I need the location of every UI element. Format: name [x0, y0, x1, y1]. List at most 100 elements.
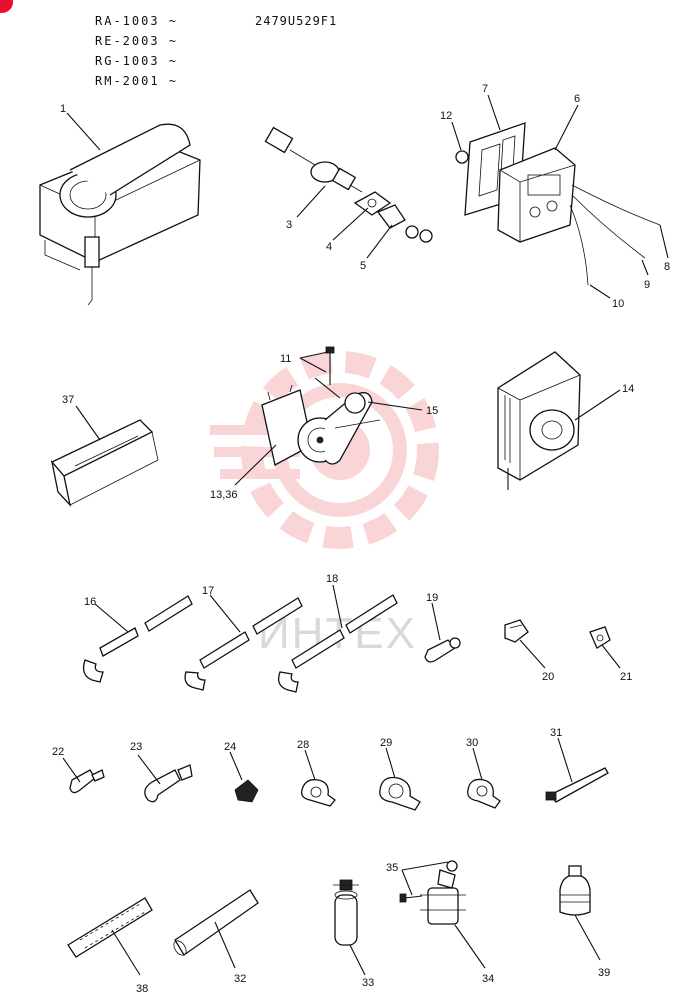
- part-17-hose: [184, 597, 303, 691]
- leader-5: [366, 224, 393, 259]
- model-code-3: RG-1003 ~: [95, 54, 179, 68]
- leader-9: [641, 259, 649, 276]
- leader-33: [214, 921, 236, 969]
- callout-17: 17: [202, 585, 214, 597]
- callout-18: 18: [326, 573, 338, 585]
- leader-34: [349, 944, 366, 976]
- part-22-elbow-pipe: [69, 769, 105, 794]
- leader-32: [111, 929, 141, 976]
- leader-29: [385, 747, 396, 779]
- leader-18: [332, 584, 343, 629]
- part-29-clamp: [379, 776, 421, 811]
- callout-1: 1: [60, 103, 66, 115]
- leader-12: [451, 121, 462, 151]
- leader-10: [589, 284, 611, 299]
- leader-24: [229, 751, 243, 781]
- callout-15: 15: [426, 405, 438, 417]
- leader-16: [94, 603, 129, 633]
- leader-7: [487, 94, 501, 131]
- part-20-nut: [504, 619, 529, 643]
- part-24-clamp: [234, 779, 259, 803]
- callout-14: 14: [622, 383, 634, 395]
- leader-38a: [401, 869, 413, 896]
- callout-21: 21: [620, 671, 632, 683]
- callout-9: 9: [644, 279, 650, 291]
- callout-28: 28: [297, 739, 309, 751]
- leader-37b: [299, 357, 327, 373]
- part-35-bracket: [420, 869, 466, 925]
- corner-badge-icon: [0, 0, 13, 13]
- part-21-nut: [589, 626, 611, 649]
- callout-11: 37: [62, 394, 74, 406]
- callout-29: 29: [380, 737, 392, 749]
- leader-14: [574, 389, 621, 421]
- callout-30: 30: [466, 737, 478, 749]
- callout-32: 38: [136, 983, 148, 995]
- leader-39: [574, 914, 601, 961]
- leader-15: [367, 401, 423, 411]
- part-32-tube: [67, 897, 153, 958]
- leader-31: [557, 737, 573, 783]
- part-34-receiver-drier: [333, 879, 359, 946]
- leader-22: [62, 757, 81, 783]
- leader-13: [234, 444, 277, 486]
- leader-1: [66, 112, 101, 151]
- callout-3: 3: [286, 219, 292, 231]
- leader-23: [137, 754, 161, 785]
- part-3-switch: [264, 126, 363, 193]
- leader-21: [601, 644, 621, 669]
- part-19-fitting: [424, 637, 461, 663]
- leader-11: [75, 405, 101, 441]
- model-code-4: RM-2001 ~: [95, 74, 179, 88]
- part-38-screws: [399, 860, 458, 903]
- part-16-hose: [82, 595, 193, 683]
- callout-24: 24: [224, 741, 236, 753]
- callout-7: 7: [482, 83, 488, 95]
- part-1-heater-unit: [39, 123, 201, 306]
- part-14-condenser: [497, 351, 581, 490]
- leader-17: [209, 594, 241, 633]
- part-37-bolts: [314, 346, 341, 399]
- callout-6: 6: [574, 93, 580, 105]
- leader-37a: [299, 351, 329, 359]
- part-23-elbow-pipe: [144, 764, 193, 803]
- callout-10: 10: [612, 298, 624, 310]
- callout-39: 39: [598, 967, 610, 979]
- part-18-hose: [277, 594, 398, 693]
- leader-20: [519, 639, 546, 669]
- callout-23: 23: [130, 741, 142, 753]
- callout-5: 5: [360, 260, 366, 272]
- callout-34: 33: [362, 977, 374, 989]
- leader-38b: [401, 861, 449, 871]
- part-4-gasket: [353, 191, 392, 216]
- leader-30: [472, 747, 483, 781]
- leader-6: [554, 104, 579, 151]
- drawing-number: 2479U529F1: [255, 14, 338, 28]
- leader-28: [304, 749, 316, 781]
- part-15-belt: [324, 392, 381, 465]
- callout-37: 11: [280, 353, 291, 365]
- part-33-tube: [173, 889, 259, 956]
- callout-19: 19: [426, 592, 438, 604]
- wire-10: [569, 204, 589, 286]
- part-28-clamp: [301, 779, 336, 807]
- callout-20: 20: [542, 671, 554, 683]
- part-30-clamp: [467, 778, 501, 809]
- part-5-plate: [376, 204, 433, 243]
- callout-4: 4: [326, 241, 332, 253]
- model-code-2: RE-2003 ~: [95, 34, 179, 48]
- callout-33: 32: [234, 973, 246, 985]
- part-6-control-box: [497, 147, 576, 243]
- wire-9: [571, 194, 646, 259]
- leader-3: [296, 185, 326, 218]
- part-11-bracket: [50, 419, 159, 508]
- part-39-bottle: [559, 865, 591, 916]
- callout-22: 22: [52, 746, 64, 758]
- leader-19: [431, 602, 441, 641]
- leader-4: [332, 207, 369, 241]
- part-31-cable-tie: [545, 767, 609, 803]
- callout-16: 16: [84, 596, 96, 608]
- callout-12: 12: [440, 110, 452, 122]
